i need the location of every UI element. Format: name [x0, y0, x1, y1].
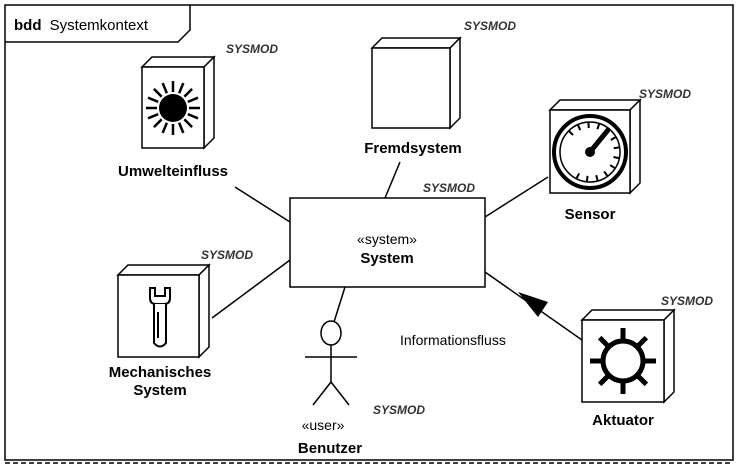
informationsfluss-label: Informationsfluss: [400, 332, 506, 348]
sun-ray: [147, 96, 159, 104]
gauge-tick: [576, 124, 582, 131]
sensor-profile: SYSMOD: [639, 87, 691, 101]
sun-ray: [161, 82, 169, 94]
sun-icon: [146, 81, 200, 135]
gear-spoke: [635, 335, 649, 349]
fremdsystem-name: Fremdsystem: [364, 140, 462, 157]
mechanisch-block[interactable]: [116, 263, 211, 359]
sun-ray: [161, 122, 169, 134]
umwelteinfluss-block[interactable]: [140, 55, 216, 150]
benutzer-profile: SYSMOD: [373, 403, 425, 417]
sun-ray: [187, 112, 199, 120]
gauge-tick: [575, 172, 580, 180]
system-profile: SYSMOD: [423, 181, 475, 195]
sensor-block[interactable]: [548, 98, 642, 195]
umwelteinfluss-profile: SYSMOD: [226, 42, 278, 56]
sensor-name: Sensor: [565, 206, 616, 223]
link-sensor: [484, 176, 549, 218]
gear-spoke: [597, 335, 611, 349]
link-fremdsystem: [384, 161, 401, 199]
gauge-tick: [585, 175, 589, 182]
gauge-tick: [568, 130, 574, 136]
link-mechanisch: [211, 259, 291, 319]
sun-ray: [187, 96, 199, 104]
wrench-icon: [149, 287, 171, 348]
mechanisch-name-line2: System: [133, 382, 186, 399]
benutzer-actor[interactable]: [305, 320, 357, 406]
aktuator-block[interactable]: [580, 308, 676, 404]
gauge-tick: [596, 123, 601, 130]
sun-ray: [177, 82, 185, 94]
frame-title: bdd Systemkontext: [14, 17, 149, 34]
gauge-tick: [609, 164, 616, 170]
gear-spoke: [597, 373, 611, 387]
diagram-frame: bdd Systemkontext: [4, 4, 734, 464]
gear-spoke: [635, 373, 649, 387]
gauge-tick: [595, 174, 599, 182]
link-benutzer: [333, 286, 346, 323]
aktuator-profile: SYSMOD: [661, 294, 713, 308]
sun-ray: [153, 118, 163, 128]
cube-icon: [371, 47, 451, 129]
flow-arrowhead: [518, 292, 548, 317]
sun-ray: [147, 112, 159, 120]
gauge-tick: [613, 146, 620, 150]
system-stereotype: «system»: [357, 231, 417, 247]
mechanisch-profile: SYSMOD: [201, 248, 253, 262]
aktuator-name: Aktuator: [592, 412, 654, 429]
sun-ray: [177, 122, 185, 134]
fremdsystem-profile: SYSMOD: [464, 19, 516, 33]
system-block[interactable]: «system» System: [289, 197, 486, 288]
gauge-tick: [610, 136, 617, 141]
gauge-tick: [603, 170, 609, 177]
sun-ray: [183, 88, 193, 98]
system-name: System: [360, 250, 413, 267]
benutzer-stereotype: «user»: [302, 417, 345, 433]
sun-ray: [183, 118, 193, 128]
actuator-gear-icon: [590, 328, 656, 394]
umwelteinfluss-name: Umwelteinfluss: [118, 163, 228, 180]
gauge-tick: [613, 156, 620, 160]
sun-ray: [153, 88, 163, 98]
benutzer-name: Benutzer: [298, 440, 362, 457]
fremdsystem-block[interactable]: [370, 36, 462, 130]
link-umwelteinfluss: [234, 186, 291, 223]
gauge-icon: [552, 114, 628, 190]
stick-figure-icon: [305, 320, 357, 406]
mechanisch-name-line1: Mechanisches: [109, 364, 212, 381]
